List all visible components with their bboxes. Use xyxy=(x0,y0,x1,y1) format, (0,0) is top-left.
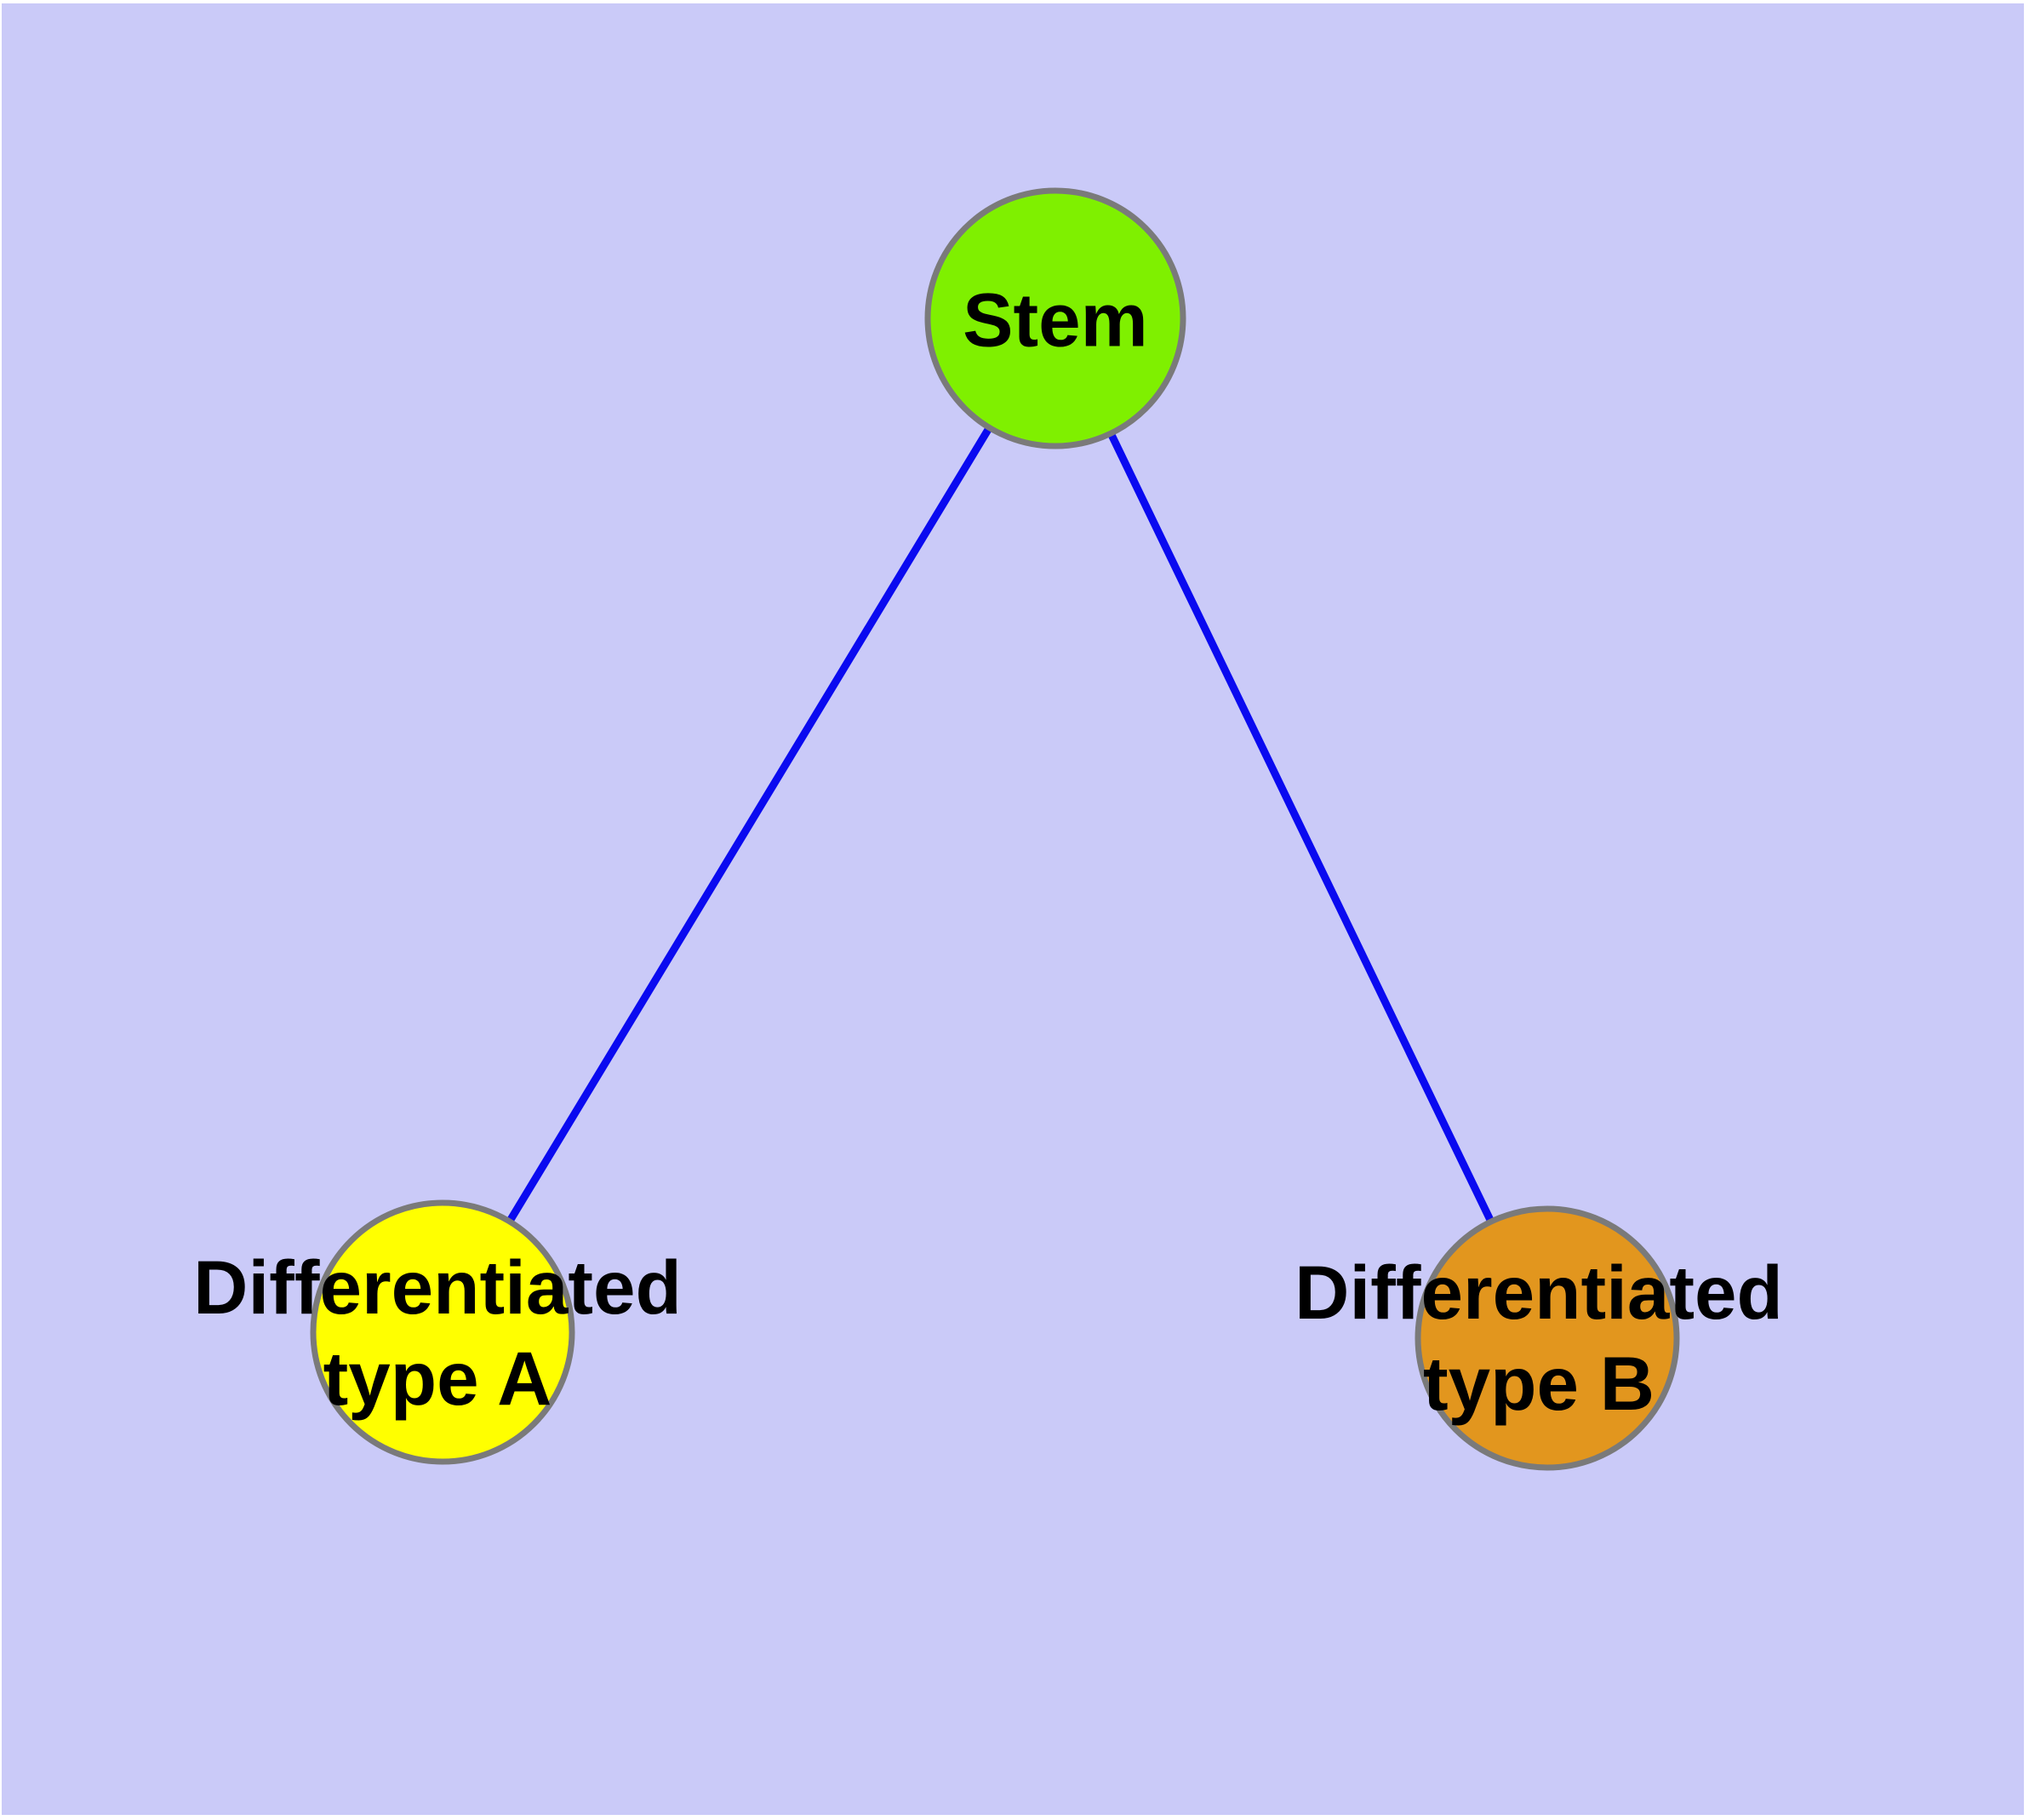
node-stem-circle xyxy=(924,187,1186,449)
edge-stem-to-type-b xyxy=(1051,317,1552,1340)
node-type-a-circle xyxy=(310,1199,575,1465)
node-type-b-circle xyxy=(1415,1205,1680,1471)
node-stem-label: Stem xyxy=(963,277,1148,363)
node-type-b-label: Differentiated type B xyxy=(1295,1250,1783,1426)
node-type-a-label: Differentiated type A xyxy=(193,1245,682,1421)
edge-stem-to-type-a xyxy=(439,316,1059,1335)
